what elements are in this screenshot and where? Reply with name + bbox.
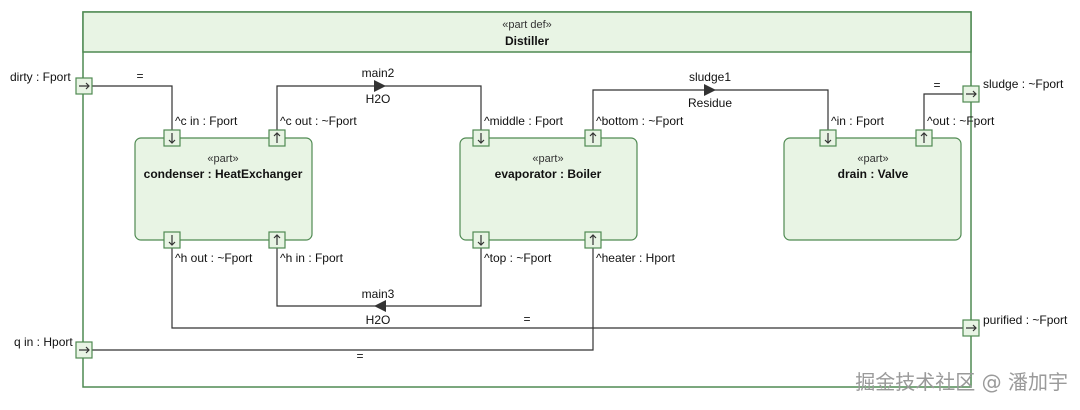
arrow-down-icon: [168, 133, 176, 144]
main3-direction-arrow: [374, 300, 386, 312]
outer-stereotype: «part def»: [502, 19, 552, 31]
port-heater[interactable]: [584, 231, 602, 249]
drain-name: drain : Valve: [838, 167, 909, 181]
label-bottom: ^bottom : ~Fport: [596, 114, 684, 128]
arrow-up-icon: [273, 234, 281, 245]
label-main2-name: main2: [362, 66, 395, 80]
arrow-up-icon: [920, 132, 928, 143]
binding-hout-purified[interactable]: [171, 246, 970, 329]
arrow-down-icon: [168, 235, 176, 246]
drain-stereotype: «part»: [857, 153, 888, 165]
label-h-out: ^h out : ~Fport: [175, 251, 253, 265]
arrow-right-icon: [966, 324, 977, 332]
label-c-out: ^c out : ~Fport: [280, 114, 357, 128]
watermark: 掘金技术社区 @ 潘加宇: [855, 370, 1068, 394]
label-drain-in: ^in : Fport: [831, 114, 885, 128]
port-h-in[interactable]: [268, 231, 286, 249]
binding-qin-heater[interactable]: [92, 246, 594, 351]
label-c-in: ^c in : Fport: [175, 114, 238, 128]
arrow-up-icon: [589, 132, 597, 143]
label-main3-type: H2O: [366, 313, 391, 327]
label-dirty: dirty : Fport: [10, 70, 71, 84]
arrow-down-icon: [477, 133, 485, 144]
port-c-out[interactable]: [268, 129, 286, 147]
port-drain-in[interactable]: [819, 129, 837, 147]
label-purified: purified : ~Fport: [983, 313, 1068, 327]
port-q-in[interactable]: [75, 341, 93, 359]
evaporator-name: evaporator : Boiler: [495, 167, 602, 181]
condenser-stereotype: «part»: [207, 153, 238, 165]
port-dirty[interactable]: [75, 77, 93, 95]
port-drain-out[interactable]: [915, 129, 933, 147]
arrow-up-icon: [589, 234, 597, 245]
port-bottom[interactable]: [584, 129, 602, 147]
port-top[interactable]: [472, 231, 490, 249]
binding-dirty-cin[interactable]: [92, 85, 173, 130]
part-evaporator[interactable]: «part» evaporator : Boiler: [459, 137, 638, 241]
port-c-in[interactable]: [163, 129, 181, 147]
arrow-down-icon: [824, 133, 832, 144]
condenser-name: condenser : HeatExchanger: [144, 167, 303, 181]
label-middle: ^middle : Fport: [484, 114, 564, 128]
sludge1-direction-arrow: [704, 84, 716, 96]
port-middle[interactable]: [472, 129, 490, 147]
label-sludge1-type: Residue: [688, 96, 732, 110]
part-drain[interactable]: «part» drain : Valve: [783, 137, 962, 241]
label-sludge: sludge : ~Fport: [983, 77, 1064, 91]
arrow-up-icon: [273, 132, 281, 143]
arrow-right-icon: [966, 90, 977, 98]
label-main3-name: main3: [362, 287, 395, 301]
arrow-right-icon: [79, 346, 90, 354]
port-purified[interactable]: [962, 319, 980, 337]
binding-dout-sludge[interactable]: [923, 93, 970, 130]
port-h-out[interactable]: [163, 231, 181, 249]
label-q-in: q in : Hport: [14, 335, 73, 349]
label-top: ^top : ~Fport: [484, 251, 552, 265]
binding-eq-purified: =: [523, 312, 530, 326]
main2-direction-arrow: [374, 80, 386, 92]
arrow-right-icon: [79, 82, 90, 90]
part-condenser[interactable]: «part» condenser : HeatExchanger: [134, 137, 313, 241]
label-sludge1-name: sludge1: [689, 70, 731, 84]
evaporator-stereotype: «part»: [532, 153, 563, 165]
label-drain-out: ^out : ~Fport: [927, 114, 995, 128]
binding-eq-sludge: =: [933, 78, 940, 92]
port-sludge[interactable]: [962, 85, 980, 103]
label-h-in: ^h in : Fport: [280, 251, 344, 265]
label-main2-type: H2O: [366, 92, 391, 106]
outer-name: Distiller: [505, 34, 549, 48]
arrow-down-icon: [477, 235, 485, 246]
binding-eq-dirty: =: [136, 69, 143, 83]
binding-eq-qin: =: [356, 349, 363, 363]
label-heater: ^heater : Hport: [596, 251, 676, 265]
